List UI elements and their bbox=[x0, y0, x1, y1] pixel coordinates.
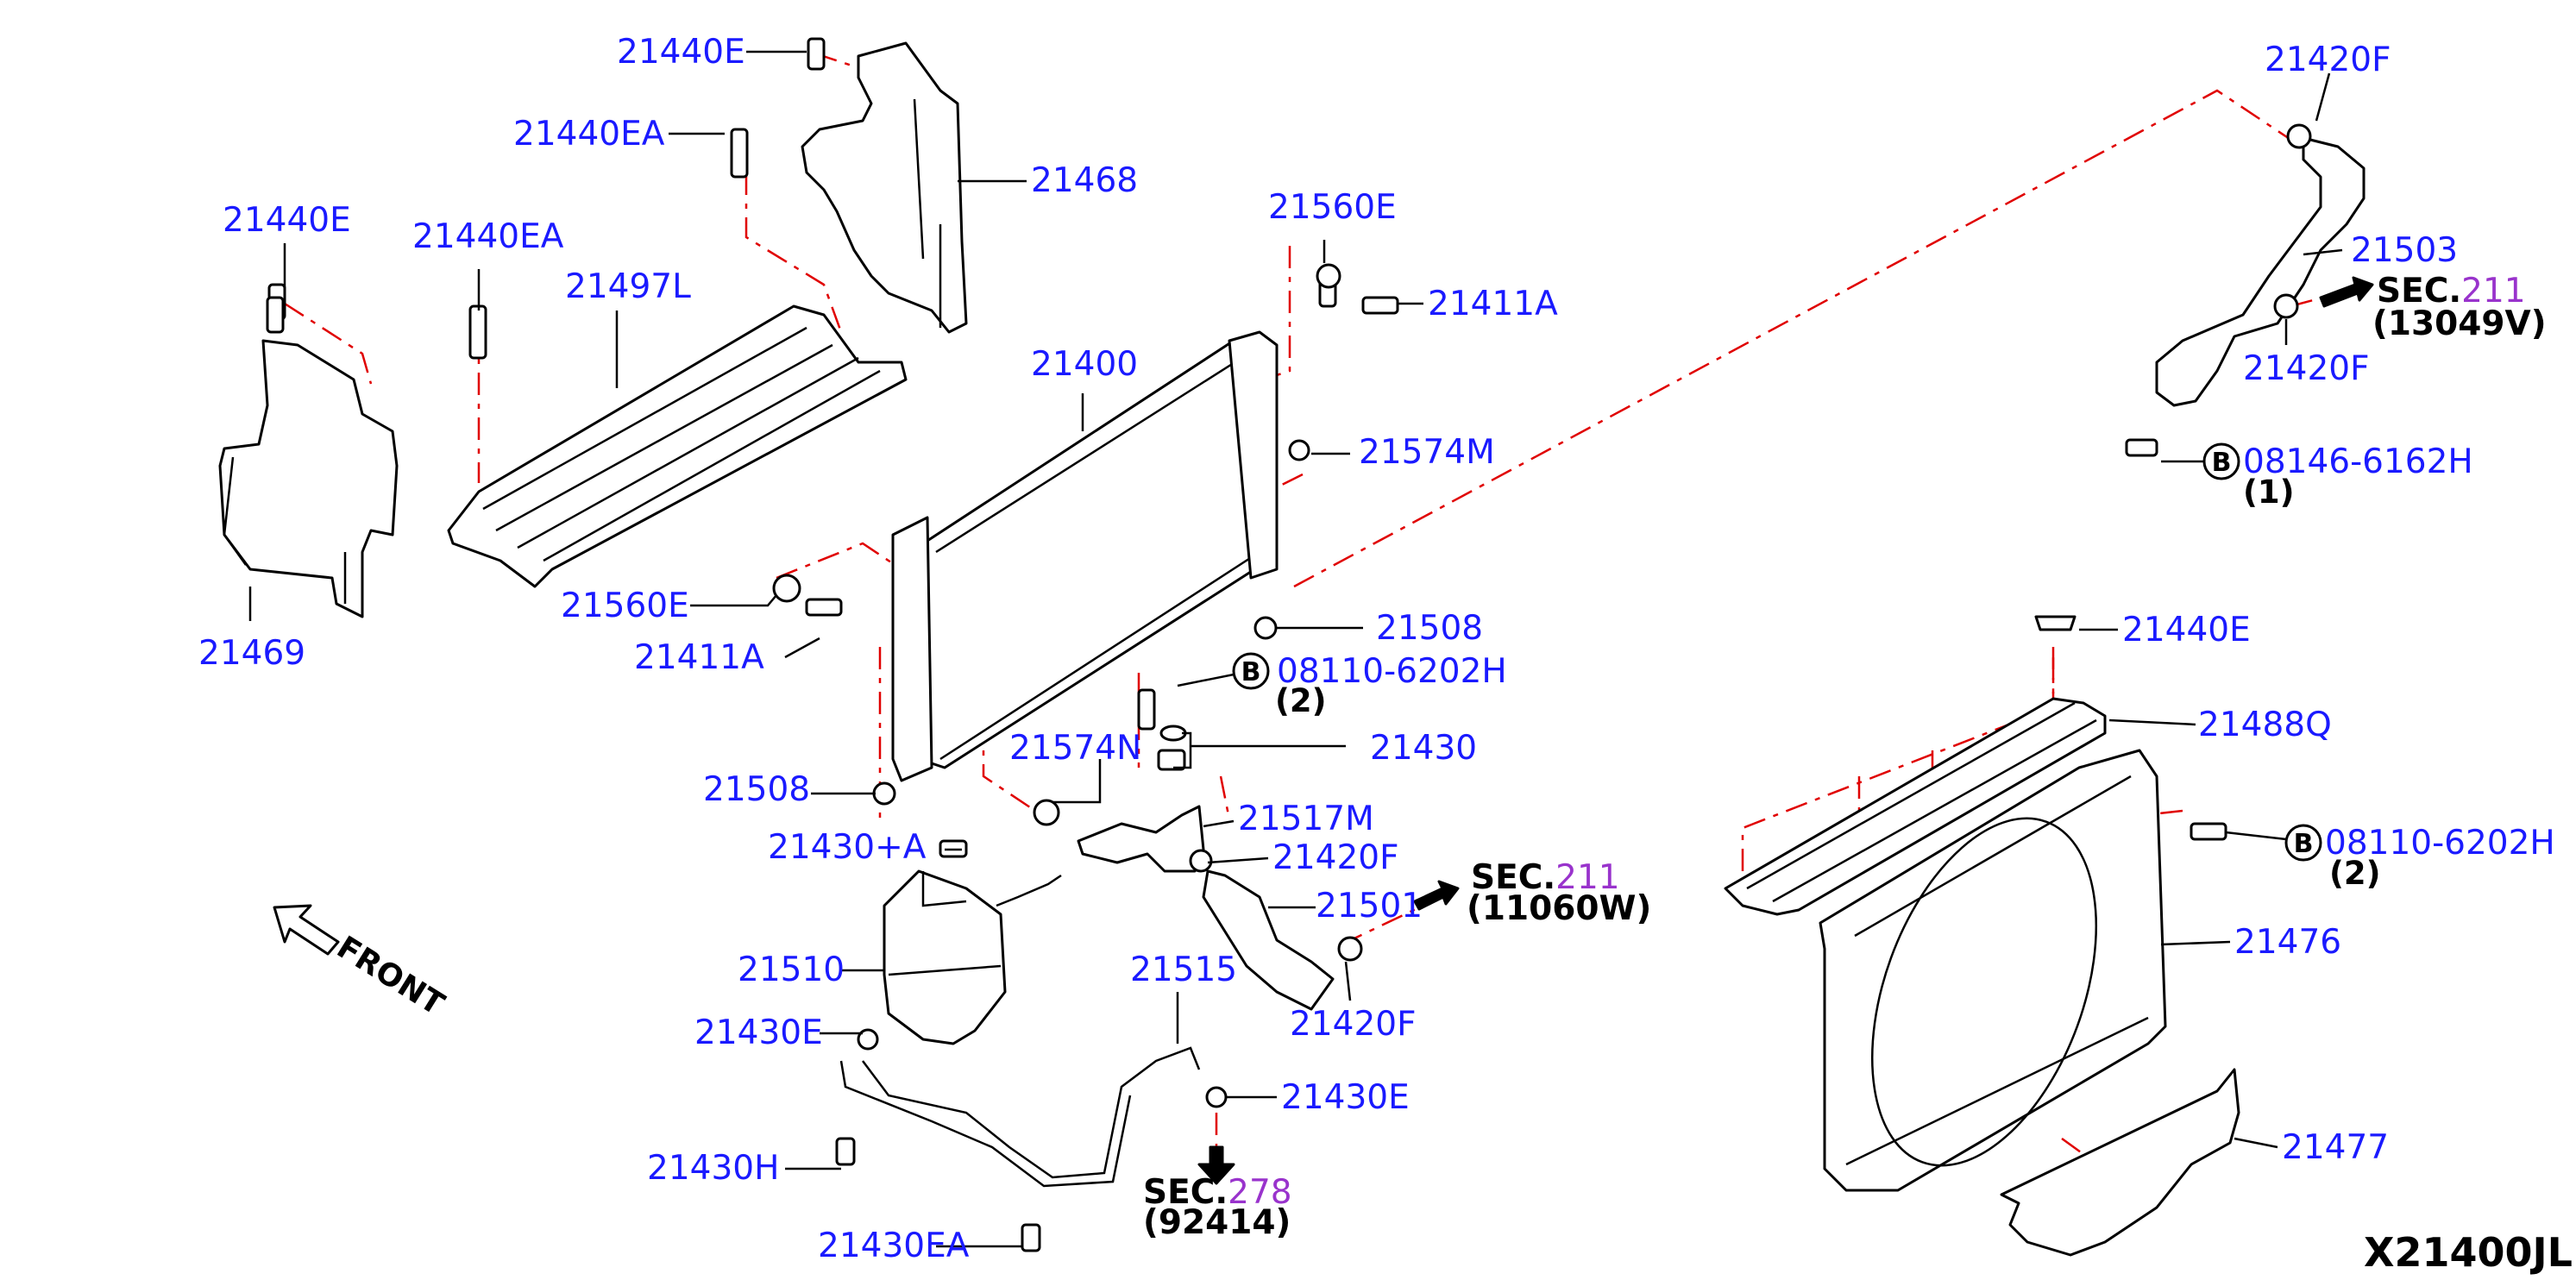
part-shapes bbox=[218, 37, 2374, 1257]
label-21488Q: 21488Q bbox=[2198, 706, 2332, 744]
front-label: FRONT bbox=[330, 930, 450, 1023]
leader-lines bbox=[248, 50, 2343, 1248]
label-21517M: 21517M bbox=[1238, 800, 1374, 838]
label-08146-6162H: 08146-6162H bbox=[2243, 442, 2473, 481]
hose-21515 bbox=[839, 1046, 1201, 1188]
sec-arrow-icon bbox=[1413, 880, 1460, 911]
label-21430H: 21430H bbox=[647, 1149, 779, 1188]
label-21440EA-left: 21440EA bbox=[412, 217, 564, 256]
label-08110-6202H-mid: 08110-6202H bbox=[1277, 652, 1507, 691]
qty-08110-mid: (2) bbox=[1275, 682, 1327, 719]
bolt-marker-icon bbox=[2284, 824, 2322, 862]
sec-references: SEC.211 (13049V) SEC.211 (11060W) SEC.27… bbox=[1143, 272, 2547, 1242]
bolt-marker-letter: B bbox=[1241, 657, 1261, 687]
label-21508-right: 21508 bbox=[1376, 609, 1483, 648]
sec-ref-211-mid-sub: (11060W) bbox=[1467, 889, 1651, 928]
bolt-marker-letter: B bbox=[2212, 448, 2232, 478]
sec-ref-211-top: SEC.211 bbox=[2377, 272, 2526, 311]
label-21501: 21501 bbox=[1316, 887, 1423, 925]
diagram-code: X21400JL bbox=[2364, 1229, 2573, 1276]
label-21503: 21503 bbox=[2351, 231, 2458, 270]
label-21476: 21476 bbox=[2234, 923, 2341, 962]
label-21560E-top: 21560E bbox=[1268, 188, 1397, 227]
label-21420F-mid: 21420F bbox=[1272, 838, 1399, 877]
label-08110-6202H-right: 08110-6202H bbox=[2325, 824, 2555, 863]
label-21515: 21515 bbox=[1130, 951, 1237, 989]
hose-21501 bbox=[1202, 869, 1335, 1011]
fan-shroud-21476 bbox=[1819, 749, 2167, 1192]
shroud-21477 bbox=[2000, 1068, 2240, 1257]
part-labels: 21440E 21440EA 21468 21440E 21440EA 2149… bbox=[198, 33, 2555, 1265]
label-21430A: 21430+A bbox=[768, 828, 927, 867]
outlet-21517M bbox=[1077, 805, 1205, 873]
label-21440E-top: 21440E bbox=[617, 33, 745, 72]
label-21508-left: 21508 bbox=[703, 770, 810, 809]
bolt-markers: B B B bbox=[1232, 442, 2322, 862]
hose-21503 bbox=[2155, 136, 2366, 407]
front-arrow-icon bbox=[273, 904, 340, 956]
label-21574N: 21574N bbox=[1009, 729, 1141, 768]
label-21420F-top: 21420F bbox=[2265, 41, 2391, 79]
shroud-21497L bbox=[447, 304, 908, 588]
label-21430EA: 21430EA bbox=[818, 1227, 970, 1265]
label-21477: 21477 bbox=[2282, 1128, 2389, 1167]
label-21440EA-top: 21440EA bbox=[513, 115, 665, 154]
bolt-marker-letter: B bbox=[2294, 829, 2314, 859]
label-21468: 21468 bbox=[1031, 161, 1138, 200]
label-21497L: 21497L bbox=[565, 267, 691, 306]
sec-ref-278: SEC.278 bbox=[1143, 1173, 1292, 1212]
label-21430E-right: 21430E bbox=[1281, 1078, 1410, 1117]
reservoir-21510 bbox=[883, 869, 1007, 1045]
label-21574M: 21574M bbox=[1359, 433, 1495, 472]
label-21560E-mid: 21560E bbox=[561, 587, 689, 625]
qty-08146: (1) bbox=[2243, 474, 2295, 511]
label-21440E-left: 21440E bbox=[223, 201, 351, 240]
label-21430E-left: 21430E bbox=[694, 1013, 823, 1052]
fasteners bbox=[266, 37, 2312, 1252]
label-21440E-right: 21440E bbox=[2122, 611, 2251, 649]
qty-08110-right: (2) bbox=[2329, 855, 2381, 892]
deflector-21468 bbox=[801, 41, 968, 334]
sec-ref-211-top-sub: (13049V) bbox=[2372, 304, 2547, 343]
deflector-21469 bbox=[218, 339, 399, 618]
label-21411A-mid: 21411A bbox=[634, 638, 764, 677]
label-21400: 21400 bbox=[1031, 345, 1138, 384]
label-21411A-top: 21411A bbox=[1428, 285, 1558, 323]
sec-ref-278-sub: (92414) bbox=[1143, 1203, 1291, 1242]
sec-arrow-icon bbox=[2319, 276, 2374, 308]
label-21510: 21510 bbox=[738, 951, 845, 989]
label-21430: 21430 bbox=[1370, 729, 1477, 768]
label-21420F-right: 21420F bbox=[2243, 349, 2370, 388]
bolt-marker-icon bbox=[1232, 652, 1270, 690]
sec-arrow-icon bbox=[1197, 1145, 1235, 1185]
label-21420F-low: 21420F bbox=[1290, 1005, 1417, 1044]
label-21469: 21469 bbox=[198, 634, 305, 673]
radiator-21400 bbox=[908, 339, 1270, 769]
shroud-21488Q bbox=[1724, 697, 2107, 916]
bolt-marker-icon bbox=[2202, 442, 2240, 480]
sec-ref-211-mid: SEC.211 bbox=[1471, 858, 1620, 897]
